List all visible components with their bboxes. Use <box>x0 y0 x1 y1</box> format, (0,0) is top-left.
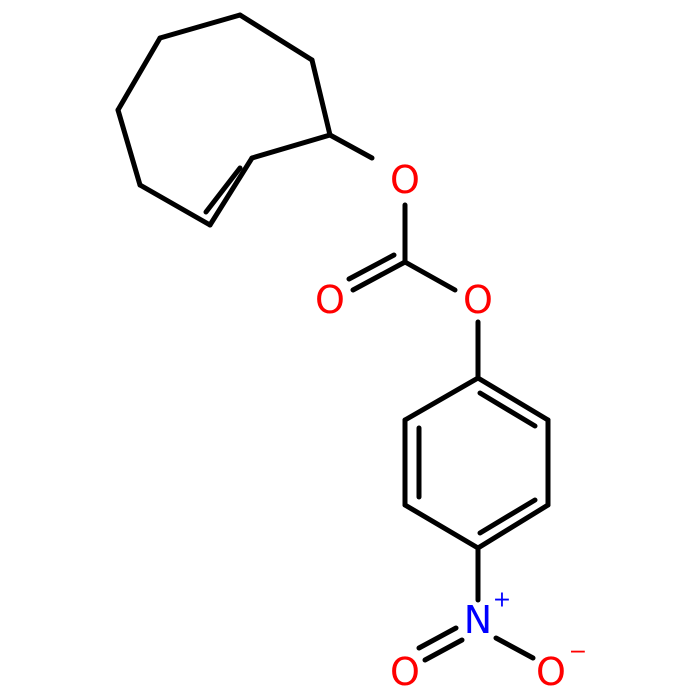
aryl-bond-4 <box>402 502 481 551</box>
aryl-inner-bond-bottom-right <box>477 497 538 536</box>
aryl-bond-3 <box>475 502 551 551</box>
cyclooctene-ring <box>115 12 333 228</box>
oxygen-atom-carbonyl: O <box>315 278 345 322</box>
aryl-bond-1 <box>475 375 551 423</box>
nitro-double-bond-inner <box>416 625 459 651</box>
carbonate-group <box>327 132 481 381</box>
oxygen-atom-ether-aryl: O <box>463 278 493 322</box>
atom-labels: O O O N + O O − <box>315 158 587 694</box>
nitrogen-atom-nitro: N <box>464 598 492 642</box>
oxygen-negative-charge: − <box>569 640 587 665</box>
bond-carbonyl-carbon-to-oxygen <box>402 259 458 293</box>
ring-bond-8 <box>115 35 163 113</box>
ring-bond-3 <box>309 57 333 138</box>
carbonyl-double-bond-inner <box>346 252 397 282</box>
ring-bond-7 <box>115 107 143 188</box>
ring-bond-2 <box>237 12 315 63</box>
ring-double-bond-inner <box>203 165 243 215</box>
oxygen-atom-nitro-left: O <box>390 650 420 694</box>
benzene-ring <box>402 375 551 551</box>
carbonyl-double-bond-outer <box>350 259 408 293</box>
nitrogen-positive-charge: + <box>493 588 511 613</box>
nitro-double-bond-outer <box>422 637 465 663</box>
ring-bond-1 <box>157 12 243 41</box>
bond-ring-to-oxygen <box>327 132 375 161</box>
nitro-group-bonds <box>416 545 536 663</box>
ring-bond-4 <box>249 132 333 161</box>
ring-bond-5 <box>207 155 255 228</box>
oxygen-atom-ether-ring: O <box>390 158 420 202</box>
aryl-inner-bond-top-right <box>477 390 538 429</box>
oxygen-atom-nitro-right: O <box>536 650 566 694</box>
aryl-bond-6 <box>402 375 481 423</box>
ring-bond-6 <box>137 182 213 228</box>
nitro-single-bond <box>493 635 536 661</box>
